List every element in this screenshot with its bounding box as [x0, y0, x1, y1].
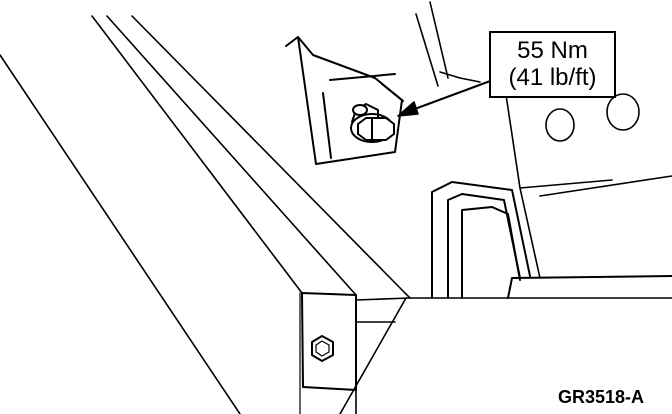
hex-bolt-head-icon: [311, 335, 334, 362]
callout-leader-arrow: [397, 79, 494, 117]
torque-metric-label: 55 Nm: [517, 36, 588, 64]
figure-id-label: GR3518-A: [557, 387, 644, 407]
lower-bracket: [299, 292, 411, 414]
right-body: [415, 1, 672, 279]
frame-rail-lines: [0, 15, 406, 414]
torque-callout: 55 Nm (41 lb/ft): [489, 31, 616, 98]
torque-imperial-label: (41 lb/ft): [508, 63, 597, 91]
bolt-with-washer-icon: [350, 103, 395, 143]
upper-mount-plate: [285, 36, 404, 165]
housing-lower-lines: [339, 292, 672, 414]
bracket-housing: [431, 181, 672, 299]
